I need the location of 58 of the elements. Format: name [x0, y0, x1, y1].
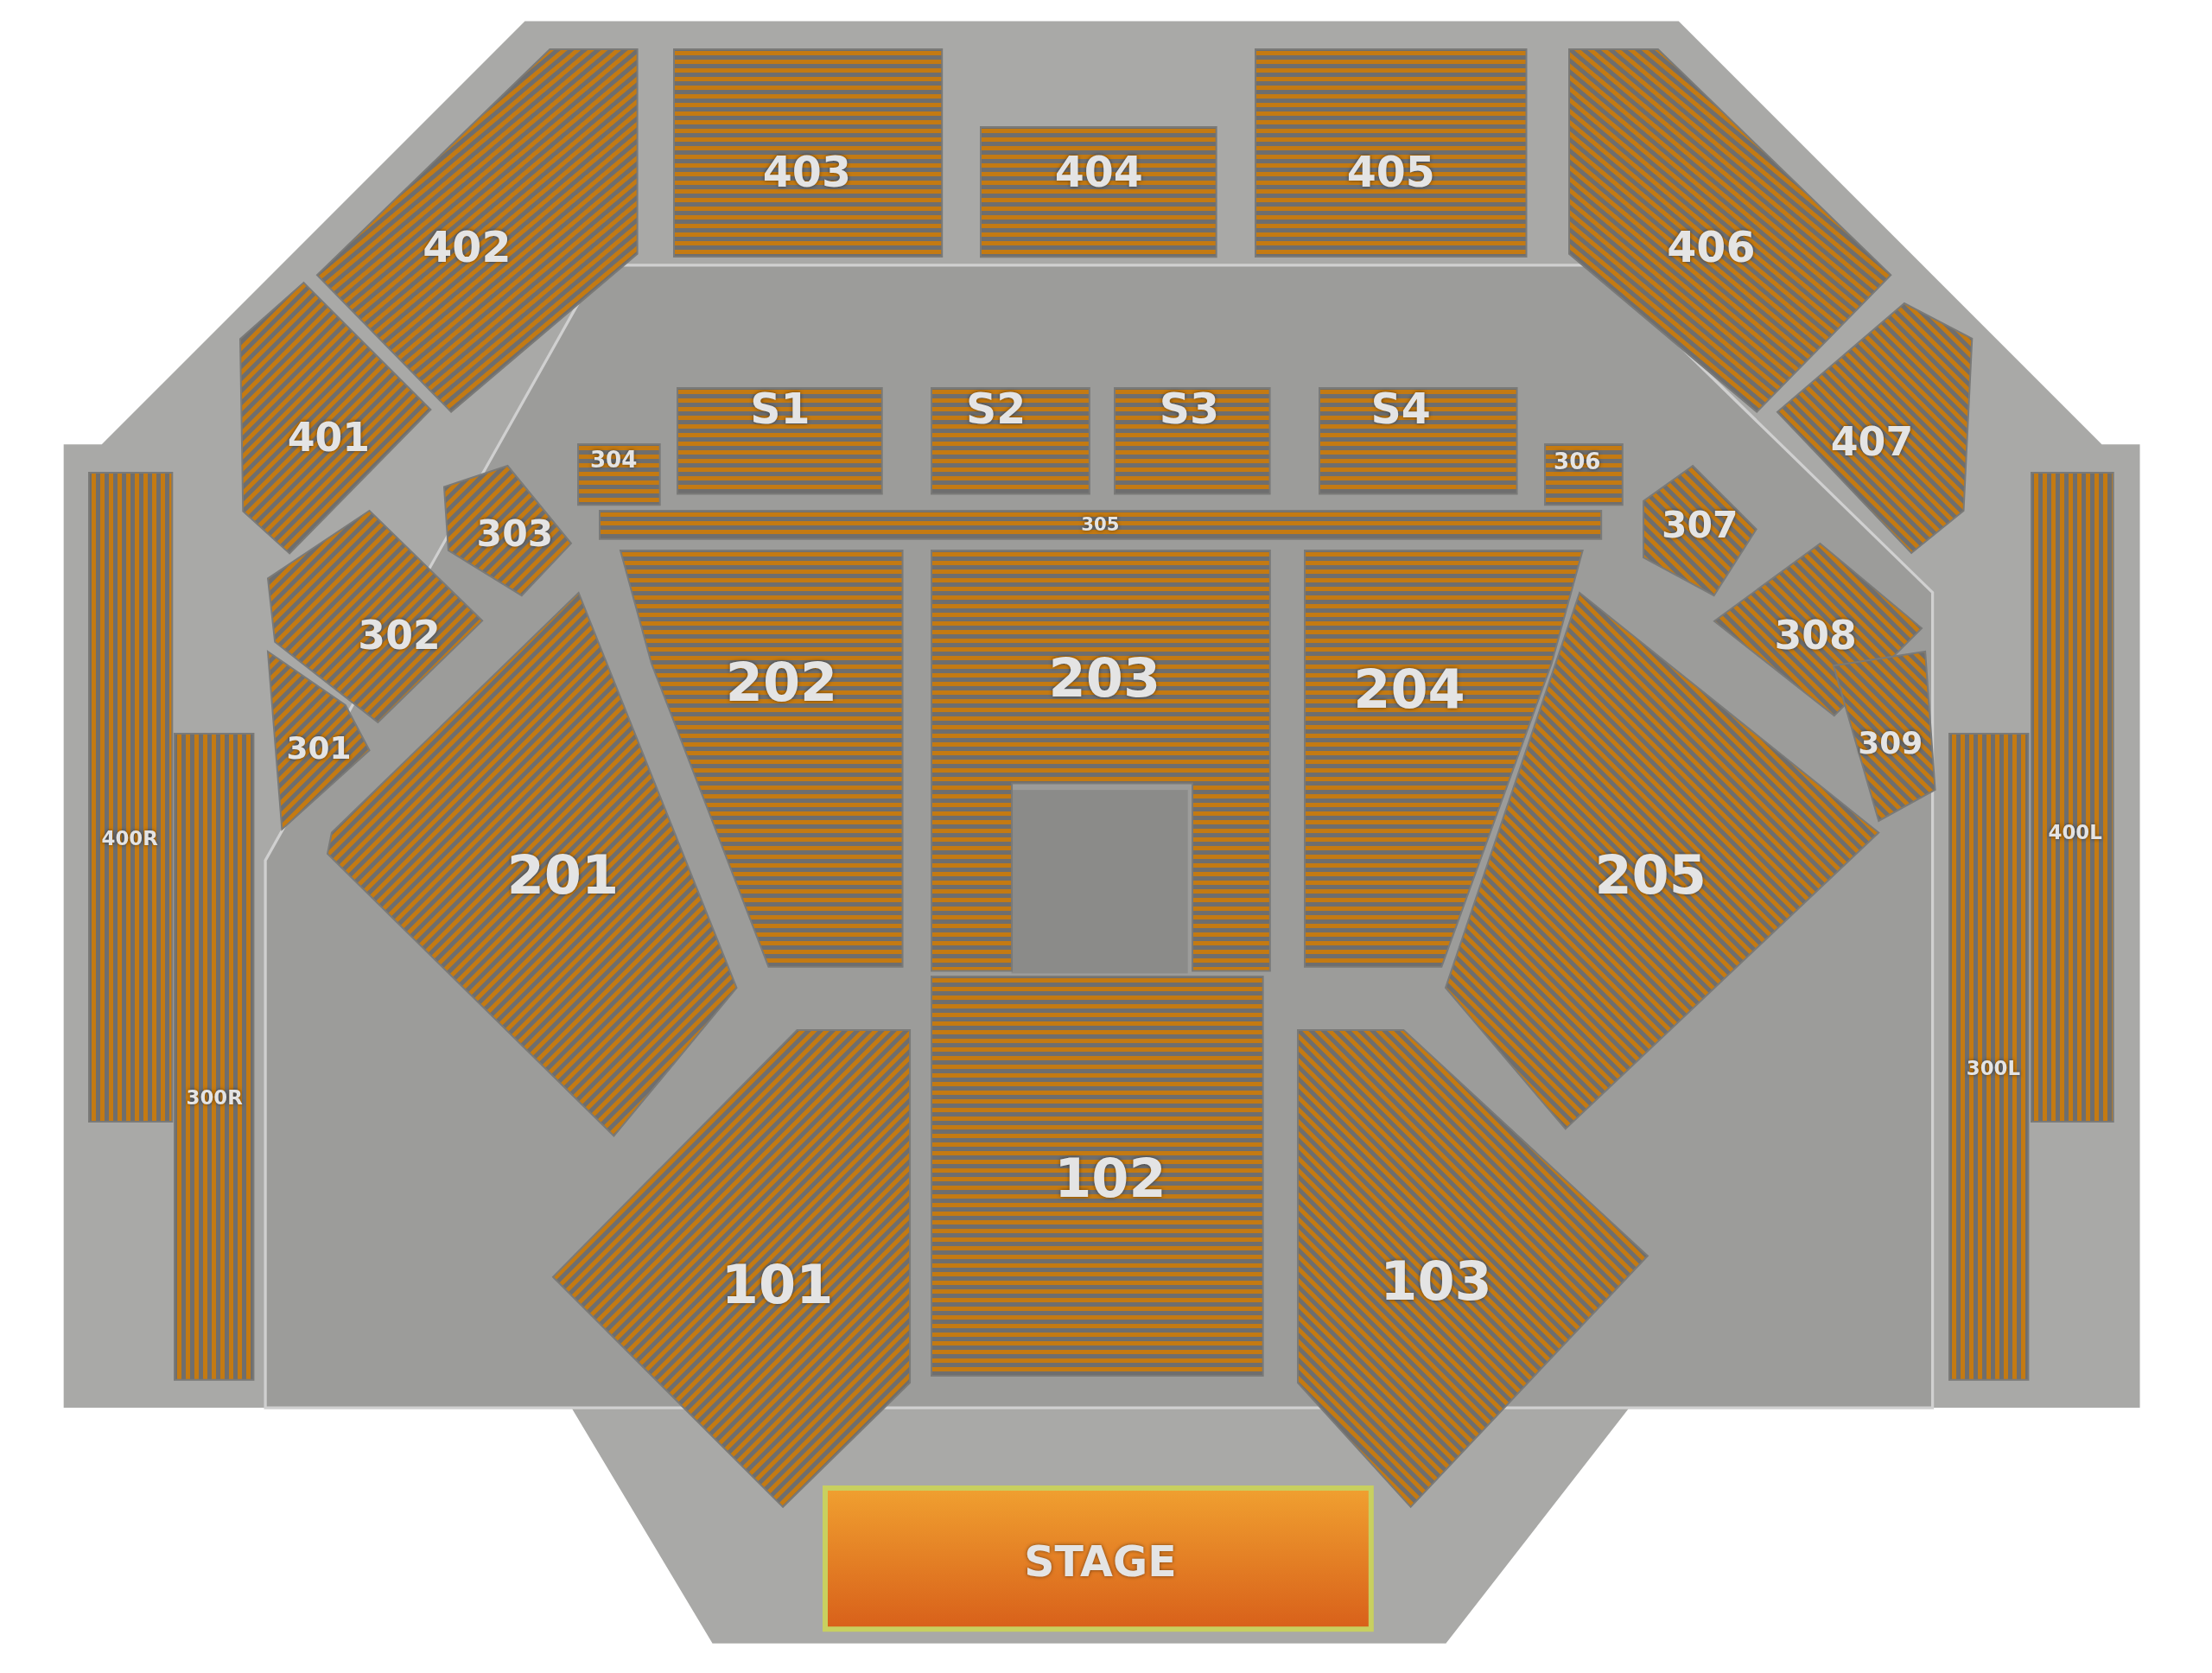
section-number: 202	[725, 650, 838, 714]
section-number: 307	[1662, 503, 1738, 546]
seating-section	[578, 444, 661, 506]
section-number: 304	[589, 447, 638, 474]
section-number: 402	[423, 222, 512, 272]
seating-section	[620, 550, 903, 967]
section-number: 300R	[186, 1086, 243, 1110]
seating-section	[980, 126, 1217, 258]
section-number: S4	[1370, 384, 1431, 434]
section-number: 302	[358, 612, 441, 658]
seating-section	[2031, 472, 2113, 1122]
seating-section	[674, 49, 943, 258]
seating-section	[1255, 49, 1527, 258]
seating-section	[677, 387, 882, 494]
section-number: 301	[286, 729, 352, 766]
stage	[825, 1488, 1371, 1630]
seating-section	[931, 550, 1270, 971]
section-number: 401	[287, 414, 371, 461]
seating-section	[1949, 733, 2029, 1380]
section-number: S2	[965, 384, 1027, 434]
seating-section	[175, 733, 254, 1380]
stage-label: STAGE	[1024, 1536, 1177, 1587]
seating-section	[1319, 387, 1517, 494]
section-number: 405	[1346, 147, 1435, 197]
seating-section	[1298, 1029, 1648, 1507]
section-number: 306	[1554, 448, 1601, 474]
seating-section	[599, 511, 1602, 539]
section-number: 400R	[101, 826, 158, 849]
seating-section	[931, 976, 1263, 1376]
seating-section	[1568, 49, 1891, 412]
seating-section	[1777, 303, 1973, 553]
section-number: 203	[1048, 646, 1161, 709]
seating-section	[317, 49, 638, 412]
section-number: 403	[762, 147, 851, 197]
seating-section	[268, 652, 370, 830]
section-number: S1	[750, 384, 810, 434]
seating-section	[1544, 444, 1623, 506]
section-number: 101	[721, 1252, 834, 1316]
section-number: 201	[506, 843, 620, 906]
section-number: 406	[1667, 222, 1756, 272]
section-number: 404	[1054, 147, 1143, 197]
seating-section	[1114, 387, 1270, 494]
section-number: 303	[476, 512, 554, 555]
section-number: 205	[1594, 843, 1707, 906]
seating-section	[1305, 550, 1583, 967]
seating-section	[931, 387, 1090, 494]
section-number: S3	[1159, 384, 1219, 434]
seating-section	[444, 465, 572, 595]
section-number: 407	[1830, 418, 1914, 465]
section-number: 103	[1380, 1249, 1492, 1313]
seating-section	[1834, 652, 1936, 822]
seating-section	[1643, 465, 1757, 595]
seating-section	[88, 472, 173, 1122]
section-number: 308	[1774, 612, 1857, 658]
section-number: 204	[1353, 657, 1465, 721]
seating-section	[239, 282, 430, 553]
section-number: 309	[1858, 724, 1923, 760]
seating-section	[553, 1029, 911, 1507]
